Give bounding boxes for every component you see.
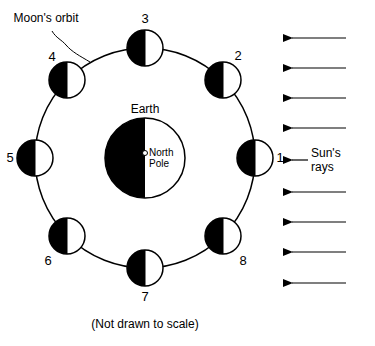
sun-label: Sun's rays <box>311 146 351 175</box>
earth-circle: EarthNorth Pole <box>100 98 190 200</box>
callout-number: 7 <box>141 290 148 305</box>
leader-line <box>52 31 90 62</box>
orbit-label: Moon's orbit <box>14 12 79 26</box>
moon <box>205 62 241 98</box>
callout-number: 3 <box>141 12 148 27</box>
moon <box>49 62 85 98</box>
node-text: North Pole <box>149 147 184 169</box>
moon <box>127 250 163 286</box>
moon <box>49 218 85 254</box>
moon-orbit <box>35 48 255 268</box>
node-heading: Earth <box>131 103 160 116</box>
moon <box>127 30 163 66</box>
moon <box>205 218 241 254</box>
callout-number: 1 <box>276 151 283 166</box>
callout-number: 4 <box>48 50 55 65</box>
moon <box>237 140 273 176</box>
callout-number: 5 <box>6 151 13 166</box>
callout-number: 8 <box>239 254 246 269</box>
callout-number: 6 <box>44 254 51 269</box>
caption: (Not drawn to scale) <box>91 318 198 332</box>
callout-number: 2 <box>234 49 241 64</box>
moon <box>17 140 53 176</box>
